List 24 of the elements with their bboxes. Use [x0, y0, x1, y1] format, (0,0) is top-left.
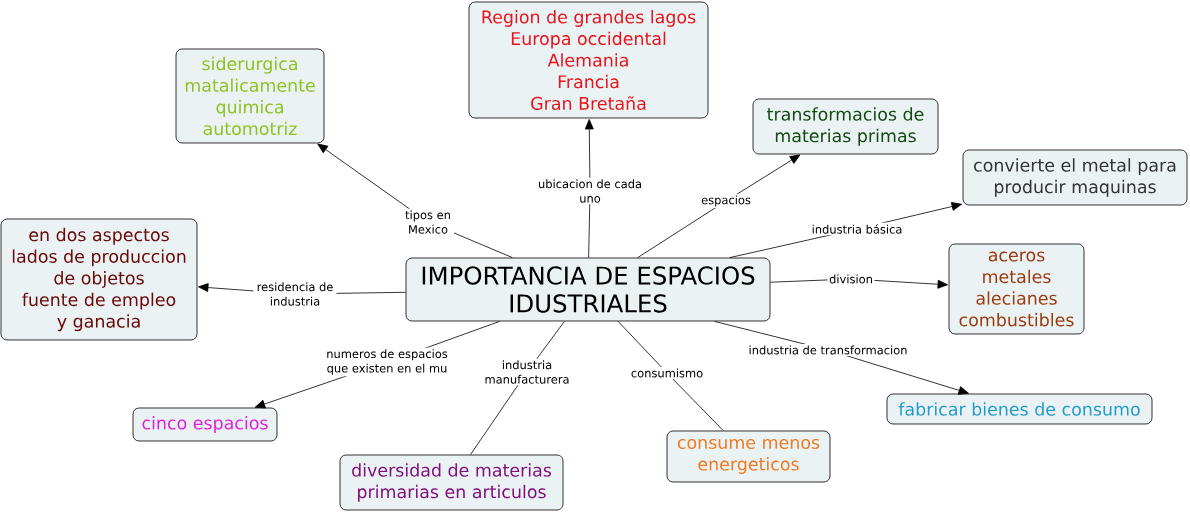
concept-box: transformacios de materias primas — [752, 98, 939, 155]
concept-box: cinco espacios — [132, 407, 278, 442]
concept-box: diversidad de materias primarias en articulos — [339, 454, 564, 511]
concept-box: fabricar bienes de consumo — [886, 393, 1153, 425]
arrow — [637, 154, 801, 258]
concept-box: aceros metales alecianes combustibles — [948, 243, 1085, 335]
edge-label: residencia de industria — [253, 280, 337, 308]
edge-label: numeros de espacios que existen en el mu — [323, 347, 451, 377]
concept-box: consume menos energeticos — [666, 430, 831, 483]
edge-label: espacios — [699, 193, 753, 209]
edge-label: consumismo — [629, 367, 705, 379]
edge-label: industria de transformacion — [747, 344, 909, 356]
connector-line — [617, 321, 724, 431]
edge-label: industria manufacturera — [481, 358, 573, 386]
edge-label: tipos en Mexico — [402, 208, 454, 236]
edge-label: industria básica — [810, 222, 904, 236]
concept-box: siderurgica matalicamente quimica automotriz — [175, 48, 325, 144]
edge-label: division — [827, 273, 875, 285]
edge-label: ubicacion de cada uno — [535, 177, 645, 205]
concept-box: IMPORTANCIA DE ESPACIOS IDUSTRIALES — [405, 257, 771, 322]
concept-box: convierte el metal para producir maquinas — [962, 149, 1188, 206]
arrow — [584, 119, 594, 258]
concept-box: en dos aspectos lados de produccion de objetos fuente de empleo y ganacia — [0, 218, 198, 341]
concept-box: Region de grandes lagos Europa occidental Alemania Francia Gran Bretaña — [468, 1, 709, 119]
